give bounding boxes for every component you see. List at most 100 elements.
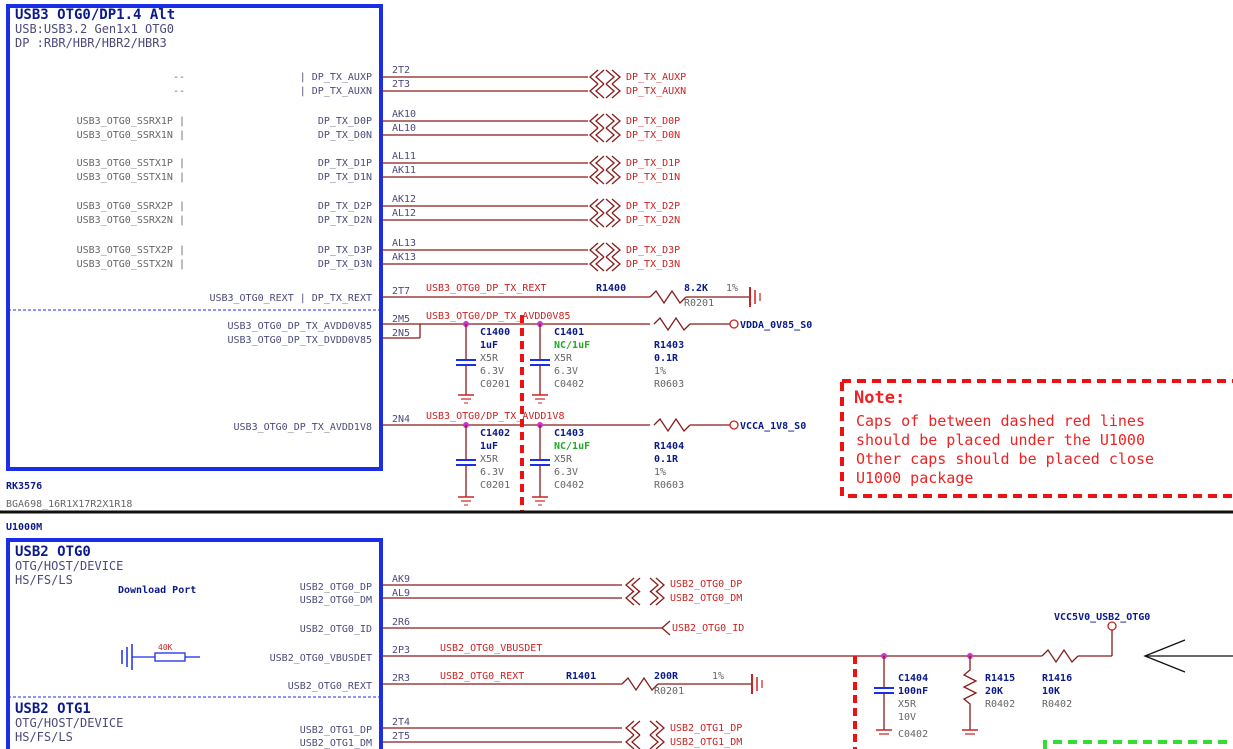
avdd0v85-pin2: 2N5 bbox=[392, 328, 410, 339]
rext-pin: 2T7 bbox=[392, 286, 410, 297]
c1400-pkg: C0201 bbox=[480, 379, 510, 390]
offpage-right-b-3 bbox=[605, 127, 615, 143]
r1403-pkg: R0603 bbox=[654, 379, 684, 390]
offpage-left-b-8 bbox=[595, 242, 605, 258]
rext-label: USB3_OTG0_REXT | DP_TX_REXT bbox=[209, 293, 372, 304]
usb2-otg0-sub2: HS/FS/LS bbox=[15, 573, 73, 587]
c1402-die: X5R bbox=[480, 454, 499, 465]
pin-left-label-1: -- bbox=[173, 86, 185, 97]
pin-left-label-5: USB3_OTG0_SSTX1N | bbox=[77, 172, 185, 183]
avdd0v85-pin1: 2M5 bbox=[392, 314, 410, 325]
pin-number-8: AL13 bbox=[392, 238, 416, 249]
pin-number-2: AK10 bbox=[392, 109, 416, 120]
usb2-otg1-sub1: OTG/HOST/DEVICE bbox=[15, 716, 123, 730]
pin-net-9: DP_TX_D3N bbox=[626, 259, 680, 270]
download-port-tag: Download Port bbox=[118, 585, 196, 596]
pin-number-3: AL10 bbox=[392, 123, 416, 134]
vbusdet-pin: 2P3 bbox=[392, 645, 410, 656]
pin-number-6: AK12 bbox=[392, 194, 416, 205]
vbusdet-label: USB2_OTG0_VBUSDET bbox=[270, 653, 372, 664]
otg1-dm-net: USB2_OTG1_DM bbox=[670, 737, 742, 748]
green-dashed-box bbox=[1043, 740, 1233, 749]
ref-designator: U1000M bbox=[6, 522, 42, 533]
c1404-val: 100nF bbox=[898, 686, 928, 697]
pin-right-label-6: DP_TX_D2P bbox=[318, 201, 372, 212]
c1403-pkg: C0402 bbox=[554, 480, 584, 491]
offpage-right-b-2 bbox=[605, 113, 615, 129]
r1416-val: 10K bbox=[1042, 686, 1060, 697]
r1400-symbol bbox=[649, 289, 687, 305]
offpage-right-b-8 bbox=[605, 242, 615, 258]
r1401-val: 200R bbox=[654, 671, 679, 682]
usb2-rext-net: USB2_OTG0_REXT bbox=[440, 671, 524, 682]
pin-number-9: AK13 bbox=[392, 252, 416, 263]
c1404-ref: C1404 bbox=[898, 673, 928, 684]
otg0-offpage-connectors bbox=[625, 577, 665, 606]
offpage-left-a-8 bbox=[589, 242, 599, 258]
usb2-otg0-title: USB2 OTG0 bbox=[15, 544, 91, 560]
offpage-right-b-6 bbox=[605, 198, 615, 214]
pin-net-4: DP_TX_D1P bbox=[626, 158, 680, 169]
top-block-sub1: USB:USB3.2 Gen1x1 OTG0 bbox=[15, 22, 174, 36]
note-line3: Other caps should be placed close bbox=[856, 450, 1154, 468]
offpage-right-a-0 bbox=[611, 69, 621, 85]
pin-left-label-7: USB3_OTG0_SSRX2N | bbox=[77, 215, 185, 226]
offpage-right-a-2 bbox=[611, 113, 621, 129]
pin-right-label-0: | DP_TX_AUXP bbox=[300, 72, 372, 83]
usb2-otg0-sub1: OTG/HOST/DEVICE bbox=[15, 559, 123, 573]
usb2-otg1-title: USB2 OTG1 bbox=[15, 701, 91, 717]
otg0-dp-pin: AK9 bbox=[392, 574, 410, 585]
pin-net-7: DP_TX_D2N bbox=[626, 215, 680, 226]
offpage-left-b-0 bbox=[595, 69, 605, 85]
r1404-tol: 1% bbox=[654, 467, 666, 478]
c1401-val: NC/1uF bbox=[554, 340, 590, 351]
usb2-block bbox=[6, 538, 383, 749]
c1400-die: X5R bbox=[480, 353, 499, 364]
otg0-id-pin: 2R6 bbox=[392, 617, 410, 628]
vbusdet-net: USB2_OTG0_VBUSDET bbox=[440, 643, 542, 654]
c1401-ref: C1401 bbox=[554, 327, 584, 338]
offpage-right-a-8 bbox=[611, 242, 621, 258]
pin-net-2: DP_TX_D0P bbox=[626, 116, 680, 127]
pin-net-6: DP_TX_D2P bbox=[626, 201, 680, 212]
offpage-left-b-6 bbox=[595, 198, 605, 214]
offpage-left-a-2 bbox=[589, 113, 599, 129]
r1416-ref: R1416 bbox=[1042, 673, 1072, 684]
r1404-val: 0.1R bbox=[654, 454, 679, 465]
note-line4: U1000 package bbox=[856, 469, 973, 487]
r1401-symbol bbox=[621, 676, 659, 692]
pin-right-label-8: DP_TX_D3P bbox=[318, 245, 372, 256]
pin-number-0: 2T2 bbox=[392, 65, 410, 76]
usb2-otg1-sub2: HS/FS/LS bbox=[15, 730, 73, 744]
avdd0v85-label1: USB3_OTG0_DP_TX_AVDD0V85 bbox=[228, 321, 373, 332]
offpage-right-a-4 bbox=[611, 155, 621, 171]
pin-right-label-5: DP_TX_D1N bbox=[318, 172, 372, 183]
offpage-right-a-6 bbox=[611, 198, 621, 214]
offpage-right-a-5 bbox=[611, 169, 621, 185]
r1400-tol: 1% bbox=[726, 283, 738, 294]
note-line1: Caps of between dashed red lines bbox=[856, 412, 1145, 430]
c1402-ref: C1402 bbox=[480, 428, 510, 439]
note-line2: should be placed under the U1000 bbox=[856, 431, 1145, 449]
part-number: RK3576 bbox=[6, 481, 42, 492]
offpage-right-a-9 bbox=[611, 256, 621, 272]
c1400-ref: C1400 bbox=[480, 327, 510, 338]
pin-net-0: DP_TX_AUXP bbox=[626, 72, 686, 83]
c1400-volt: 6.3V bbox=[480, 366, 504, 377]
pin-right-label-4: DP_TX_D1P bbox=[318, 158, 372, 169]
r1416-symbol bbox=[1041, 648, 1079, 664]
c1403-ref: C1403 bbox=[554, 428, 584, 439]
c1404-pkg: C0402 bbox=[898, 729, 928, 740]
c1403-volt: 6.3V bbox=[554, 467, 578, 478]
r1400-pkg: R0201 bbox=[684, 298, 714, 309]
pin-left-label-4: USB3_OTG0_SSTX1P | bbox=[77, 158, 185, 169]
pin-right-label-9: DP_TX_D3N bbox=[318, 259, 372, 270]
pin-number-5: AK11 bbox=[392, 165, 416, 176]
c1403-die: X5R bbox=[554, 454, 573, 465]
avdd1v8-label: USB3_OTG0_DP_TX_AVDD1V8 bbox=[234, 422, 372, 433]
c1401-volt: 6.3V bbox=[554, 366, 578, 377]
r1404-ref: R1404 bbox=[654, 441, 684, 452]
r1401-pkg: R0201 bbox=[654, 686, 684, 697]
